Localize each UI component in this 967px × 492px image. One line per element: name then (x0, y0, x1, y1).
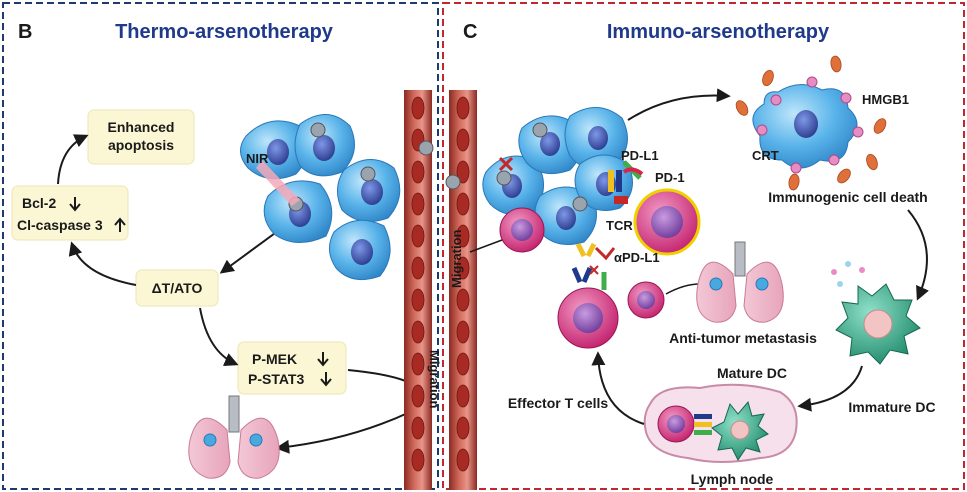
panel-b-letter: B (18, 21, 32, 43)
right-migration-label: Migration (449, 229, 464, 288)
arrow-tcell-to-lung (665, 283, 701, 295)
arrow-cells-to-dtato (219, 227, 283, 274)
arrow-bcl2-to-apoptosis (57, 134, 89, 185)
effector-t-label: Effector T cells (508, 395, 609, 411)
panel-b-title: Thermo-arsenotherapy (115, 21, 334, 43)
pmek-box (237, 341, 347, 395)
arrow-icd-to-dc (907, 209, 929, 301)
bcl2-down-arrow-icon (69, 197, 81, 212)
immature-dc-icon (831, 261, 921, 365)
bcl2-box (11, 185, 129, 241)
pstat3-label: P-STAT3 (248, 371, 304, 387)
effector-t-cell-small (627, 281, 665, 319)
dt-ato-box (135, 269, 219, 307)
right-panel-frame (442, 2, 965, 490)
cl-caspase-label: Cl-caspase 3 (17, 217, 103, 233)
panel-c-title: Immuno-arsenotherapy (607, 21, 830, 43)
tcr-label: TCR (606, 218, 633, 233)
panel-c-letter: C (463, 21, 477, 43)
arrow-dc-to-lymph (797, 365, 863, 412)
dt-ato-label: ΔT/ATO (152, 280, 203, 296)
left-migration-label: Migration (427, 350, 442, 409)
hmgb1-label: HMGB1 (862, 92, 909, 107)
arrow-tumor-to-icd (627, 88, 731, 121)
immature-dc-label: Immature DC (848, 399, 935, 415)
red-receptor-icon (498, 156, 514, 172)
anti-tumor-label: Anti-tumor metastasis (669, 330, 817, 346)
lymph-node-label: Lymph node (691, 471, 774, 487)
apdl1-label: αPD-L1 (614, 250, 660, 265)
pdl1-pd1-receptor-icon (608, 160, 644, 204)
pmek-down-arrow-icon (317, 352, 329, 367)
pdl1-label: PD-L1 (621, 148, 659, 163)
bcl2-label: Bcl-2 (22, 195, 56, 211)
icd-label: Immunogenic cell death (768, 189, 927, 205)
enhanced-apoptosis-line2: apoptosis (108, 137, 174, 153)
lymph-node-icon (643, 383, 798, 463)
nir-label: NIR (246, 151, 269, 166)
apdl1-antibody-icon (571, 242, 616, 290)
right-tumor-cells (482, 107, 633, 245)
left-lung-icon (188, 395, 280, 479)
crt-particles (735, 55, 887, 191)
left-blood-vessel (404, 90, 434, 490)
migration-connector-line (469, 239, 503, 253)
pd1-t-cell (633, 188, 701, 256)
left-panel-frame (2, 2, 439, 490)
caspase-up-arrow-icon (114, 217, 126, 232)
arrow-dtato-to-bcl2 (68, 241, 137, 286)
nir-beam (256, 160, 300, 206)
arrow-dtato-to-pmek (199, 307, 239, 367)
pmek-label: P-MEK (252, 351, 297, 367)
left-tumor-cells (240, 114, 401, 281)
right-lung-icon (696, 241, 784, 323)
right-blood-vessel (445, 90, 477, 490)
arrow-lymph-to-effector (591, 351, 645, 425)
immunogenic-dying-cell (752, 76, 864, 174)
mature-dc-label: Mature DC (717, 365, 787, 381)
pstat3-down-arrow-icon (320, 372, 332, 387)
effector-t-cell-large (557, 287, 619, 349)
pd1-label: PD-1 (655, 170, 685, 185)
crt-label: CRT (752, 148, 779, 163)
enhanced-apoptosis-line1: Enhanced (108, 119, 175, 135)
t-cell-small-left (499, 207, 545, 253)
